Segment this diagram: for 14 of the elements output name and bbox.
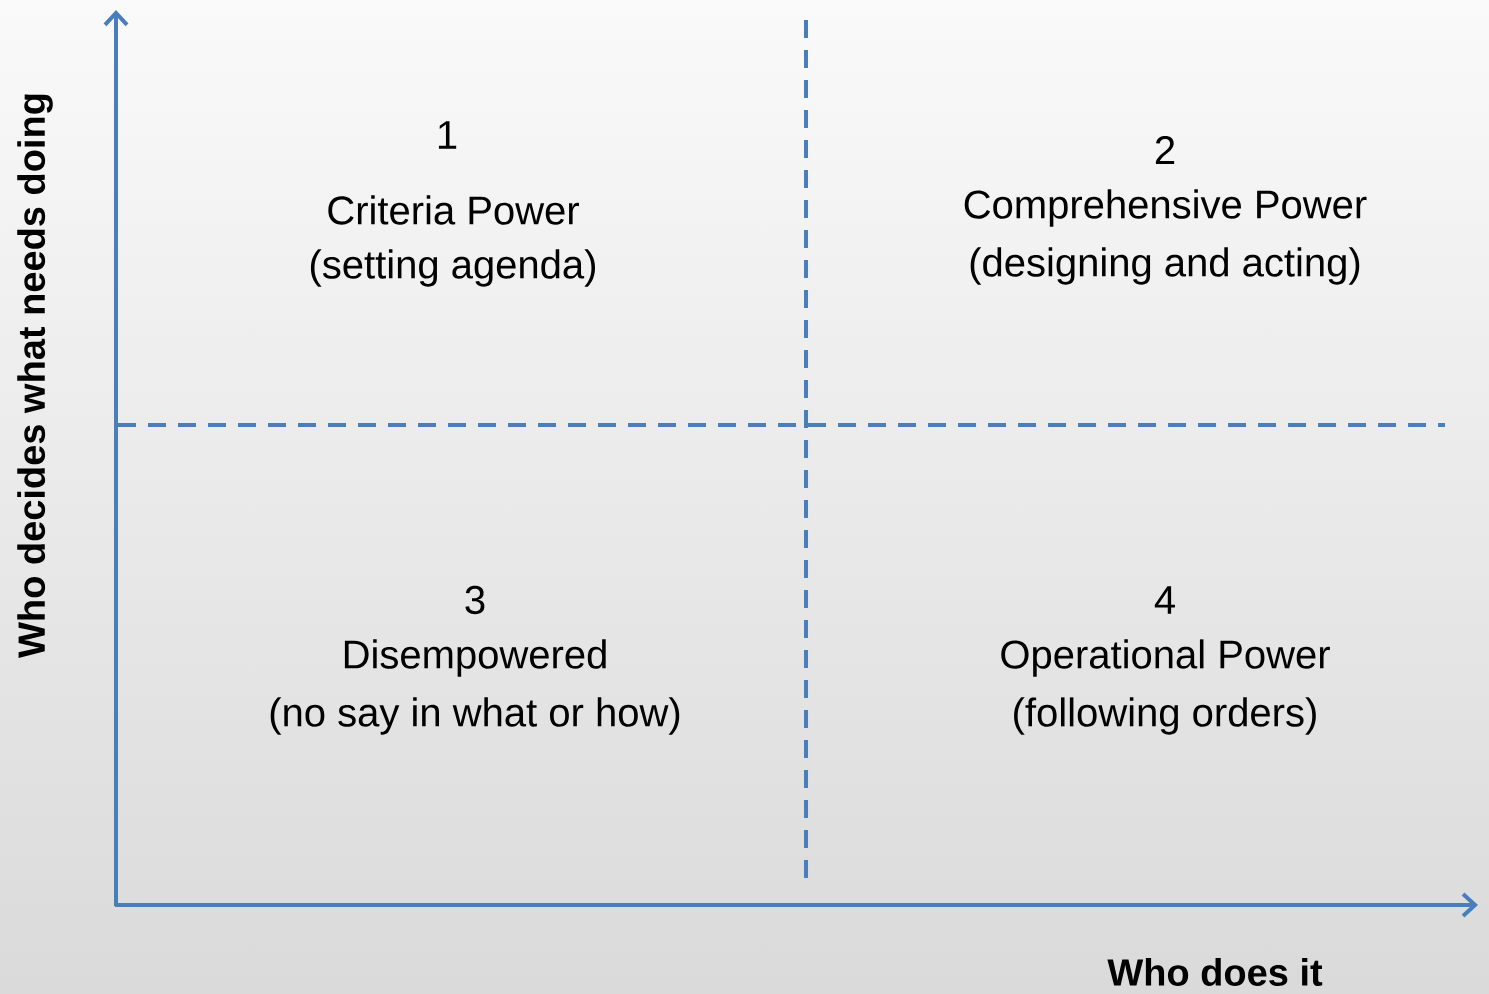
quadrant-label: Criteria Power	[328, 195, 579, 225]
quadrant-number: 2	[1155, 136, 1175, 164]
quadrant-label: Operational Power	[1001, 639, 1330, 677]
quadrant-number: 3	[465, 585, 485, 615]
quadrant-label: (no say in what or how)	[270, 697, 680, 735]
quadrant-label: (following orders)	[1014, 697, 1316, 735]
quadrant-label: Disempowered	[344, 639, 606, 677]
quadrant-number: 4	[1154, 586, 1175, 614]
axis-title: Who does it	[1107, 958, 1323, 986]
quadrant-number: 1	[438, 121, 457, 149]
axis-title: Who decides what needs doing	[17, 94, 53, 658]
quadrant-label: (designing and acting)	[970, 247, 1360, 285]
quadrant-label: Comprehensive Power	[964, 189, 1367, 227]
quadrant-label: (setting agenda)	[310, 249, 595, 287]
